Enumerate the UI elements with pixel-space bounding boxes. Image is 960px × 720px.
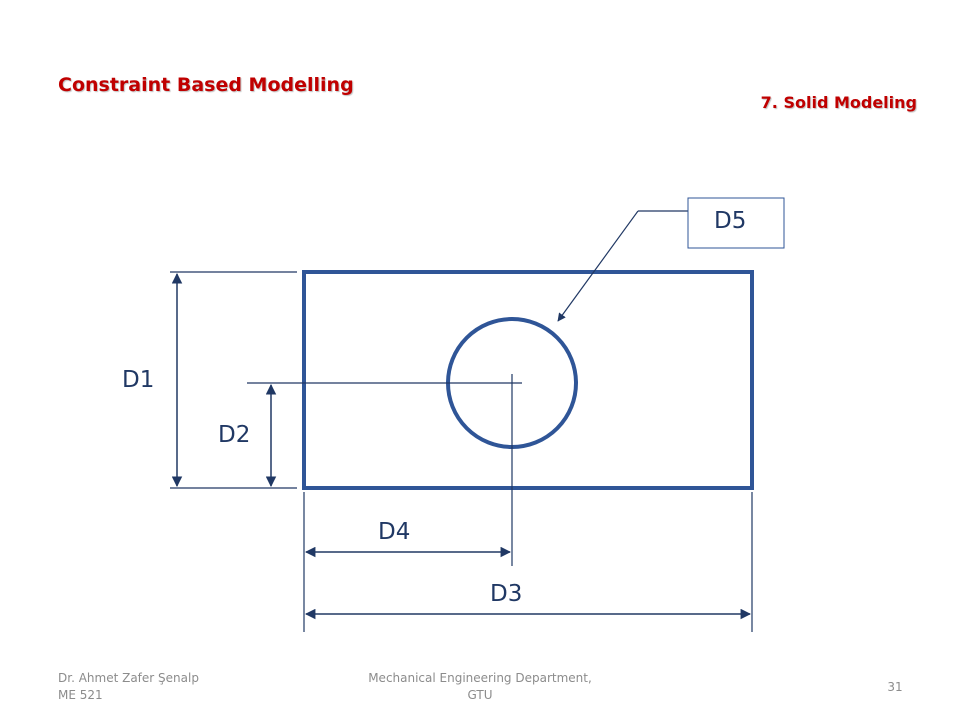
d4-label: D4	[378, 519, 410, 545]
footer-department: Mechanical Engineering Department, GTU	[330, 670, 630, 704]
section-title: 7. Solid Modeling	[760, 93, 917, 112]
footer-author: Dr. Ahmet Zafer Şenalp ME 521	[58, 670, 199, 704]
d5-leader-arrow	[557, 210, 639, 322]
d3-label: D3	[490, 581, 522, 607]
part-rectangle	[302, 270, 754, 490]
d5-label: D5	[714, 208, 746, 234]
d2-label: D2	[218, 422, 250, 448]
footer-department-name: Mechanical Engineering Department,	[368, 671, 592, 685]
d1-label: D1	[122, 367, 154, 393]
slide-title: Constraint Based Modelling	[58, 74, 354, 96]
footer-course-code: ME 521	[58, 688, 103, 702]
page-number: 31	[887, 680, 903, 694]
footer-author-name: Dr. Ahmet Zafer Şenalp	[58, 671, 199, 685]
footer-university: GTU	[467, 688, 493, 702]
d5-label-box	[687, 197, 785, 249]
